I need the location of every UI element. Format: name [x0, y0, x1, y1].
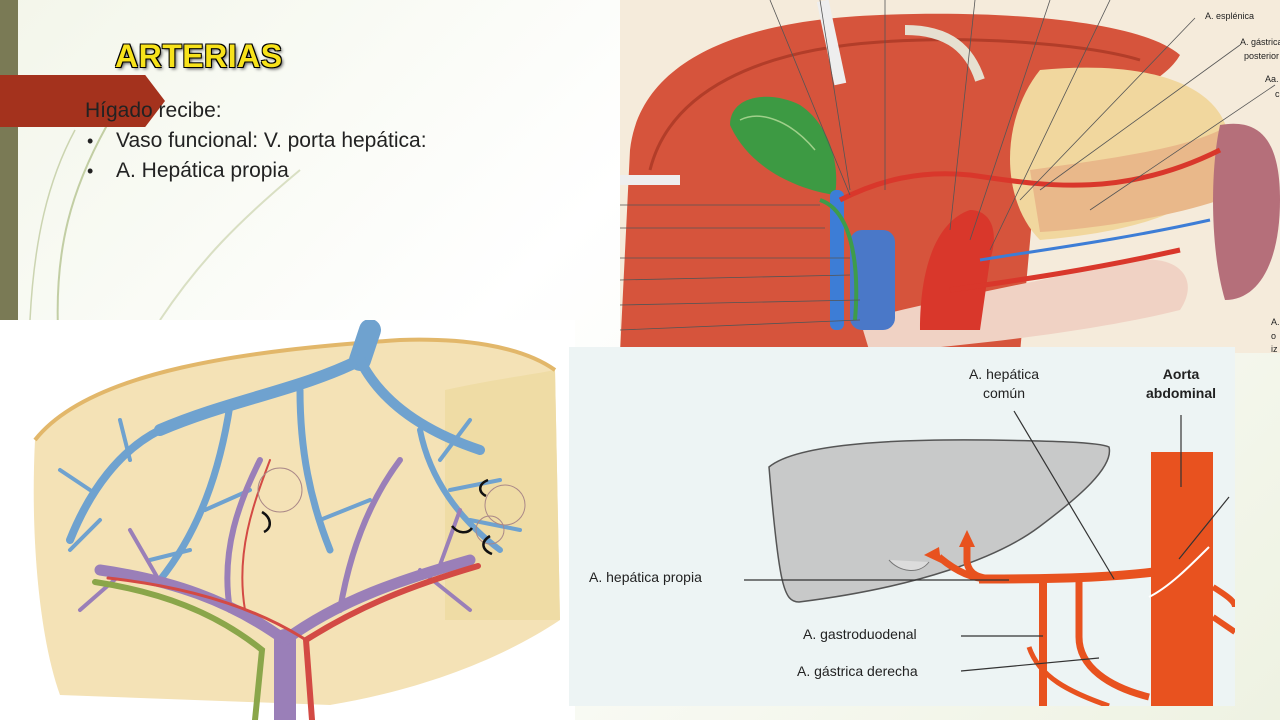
label-gastric: A. gástrica — [1240, 37, 1280, 47]
liver-anatomy-illustration: A. esplénica A. gástrica posterior Aa. c… — [620, 0, 1280, 353]
label-splenic: A. esplénica — [1205, 11, 1254, 21]
label-aa: Aa. — [1265, 74, 1279, 84]
label-gastrica-derecha: A. gástrica derecha — [797, 663, 918, 679]
liver-vessel-section-illustration — [0, 320, 575, 720]
liver-vessel-drawing — [0, 320, 575, 720]
label-right-o: o — [1271, 331, 1276, 341]
slide-title: ARTERIAS — [115, 38, 283, 74]
label-aorta-abdominal: abdominal — [1146, 385, 1216, 401]
label-aorta: Aorta — [1163, 366, 1200, 382]
label-right-iz: iz — [1271, 344, 1278, 353]
label-hepatica-propia: A. hepática propia — [589, 569, 702, 585]
liver-anatomy-drawing: A. esplénica A. gástrica posterior Aa. c… — [620, 0, 1280, 353]
left-accent-bar — [0, 0, 18, 320]
label-hepatica-comun-2: común — [983, 385, 1025, 401]
label-gastroduodenal: A. gastroduodenal — [803, 626, 917, 642]
bullet-item: Vaso funcional: V. porta hepática: — [85, 126, 427, 156]
intro-text: Hígado recibe: — [85, 99, 222, 122]
bullet-list: Vaso funcional: V. porta hepática: A. He… — [85, 126, 427, 186]
label-hepatica-comun: A. hepática — [969, 366, 1039, 382]
red-accent-tab — [0, 75, 165, 127]
label-gastric-posterior: posterior — [1244, 51, 1279, 61]
bullet-item: A. Hepática propia — [85, 156, 427, 186]
hepatic-artery-schematic-drawing: A. hepática común Aorta abdominal A. hep… — [569, 347, 1235, 706]
label-aa-cont: c — [1275, 89, 1280, 99]
hepatic-artery-schematic: A. hepática común Aorta abdominal A. hep… — [569, 347, 1235, 706]
label-right-a: A. — [1271, 317, 1280, 327]
